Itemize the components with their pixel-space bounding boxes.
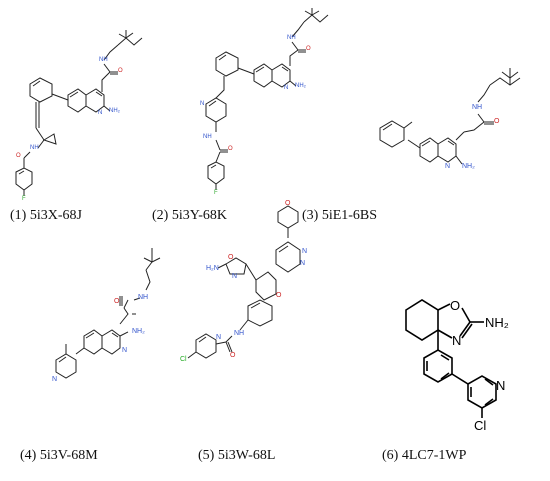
molecule-5-atom-cl: Cl bbox=[180, 356, 187, 363]
caption-molecule-3: (3) 5iE1-6BS bbox=[302, 208, 378, 223]
molecule-5-atom-n-pyridine: N bbox=[300, 260, 306, 267]
caption-molecule-4: (4) 5i3V-68M bbox=[20, 448, 98, 463]
molecule-1-atom-f: F bbox=[22, 196, 26, 202]
molecule-2-atom-o-2: O bbox=[228, 146, 233, 152]
molecule-1-atom-o: O bbox=[118, 68, 123, 74]
molecule-4-atom-n: N bbox=[122, 347, 128, 354]
caption-molecule-5: (5) 5i3W-68L bbox=[198, 448, 276, 463]
molecule-2-atom-f: F bbox=[214, 190, 218, 196]
molecule-5-atom-n-oxazoline: N bbox=[232, 273, 238, 280]
molecule-5-atom-h2n: H₂N bbox=[206, 265, 219, 272]
molecule-2-atom-nh-amide: NH bbox=[203, 134, 212, 140]
molecule-4-atom-nh: NH bbox=[138, 294, 149, 301]
molecule-6-atom-cl: Cl bbox=[474, 418, 487, 433]
molecule-4-atom-n-pyridine: N bbox=[52, 376, 58, 383]
molecule-5-atom-o-amide: O bbox=[230, 352, 236, 359]
molecule-5-atom-nh: NH bbox=[234, 330, 245, 337]
caption-molecule-6: (6) 4LC7-1WP bbox=[382, 448, 467, 463]
caption-molecule-2: (2) 5i3Y-68K bbox=[152, 208, 228, 223]
molecule-4: NH O N NH₂ N bbox=[0, 240, 180, 481]
molecule-5-structure bbox=[187, 205, 301, 359]
molecule-6-atom-nh2: NH₂ bbox=[485, 315, 509, 330]
molecule-3-structure bbox=[379, 68, 521, 165]
molecule-3-atom-o: O bbox=[494, 118, 500, 125]
molecule-4-structure bbox=[55, 248, 161, 379]
molecule-3-atom-nh: NH bbox=[472, 104, 483, 111]
molecule-2-atom-nh2: NH₂ bbox=[295, 83, 306, 89]
molecule-1-atom-nh-2: NH bbox=[30, 145, 39, 151]
molecule-1-atom-o-2: O bbox=[16, 153, 21, 159]
molecule-1-atom-nh2: NH₂ bbox=[109, 108, 120, 114]
molecule-6-structure bbox=[405, 299, 497, 418]
molecule-1-atom-nh: NH bbox=[99, 57, 108, 63]
molecule-2-structure bbox=[205, 8, 329, 190]
molecule-2-atom-n: N bbox=[284, 85, 289, 91]
molecule-3-atom-n: N bbox=[445, 163, 451, 170]
molecule-5-atom-o-oxazoline: O bbox=[228, 254, 234, 261]
molecule-2-atom-o: O bbox=[306, 46, 311, 52]
molecule-4-atom-o: O bbox=[114, 298, 120, 305]
molecule-5-atom-o-pyran: O bbox=[276, 292, 282, 299]
molecule-1-atom-n: N bbox=[98, 110, 103, 116]
molecule-3-atom-nh2: NH₂ bbox=[462, 163, 475, 170]
molecule-4-atom-nh2: NH₂ bbox=[132, 328, 145, 335]
molecule-6-atom-n-pyridine: N bbox=[496, 378, 506, 393]
molecule-1-structure bbox=[15, 30, 143, 196]
molecule-6: O NH₂ N N Cl bbox=[360, 240, 550, 481]
molecule-5-atom-n-pyridine-2: N bbox=[302, 248, 308, 255]
molecule-5: O N H₂N O N N O NH O N Cl bbox=[180, 200, 360, 481]
molecule-2: NH O N NH₂ N NH O F bbox=[180, 0, 360, 240]
molecule-1: NH O N NH₂ NH O F bbox=[0, 0, 180, 240]
molecule-5-atom-o-thp: O bbox=[285, 200, 291, 207]
molecule-6-atom-o: O bbox=[450, 298, 461, 313]
caption-molecule-1: (1) 5i3X-68J bbox=[10, 208, 82, 223]
molecule-5-atom-n-chloropyridine: N bbox=[216, 334, 222, 341]
molecule-2-atom-nh: NH bbox=[287, 35, 296, 41]
molecule-6-atom-n-oxazoline: N bbox=[452, 333, 462, 348]
molecule-3: NH O N NH₂ bbox=[360, 0, 550, 240]
molecule-2-atom-n-pyridine: N bbox=[200, 101, 205, 107]
